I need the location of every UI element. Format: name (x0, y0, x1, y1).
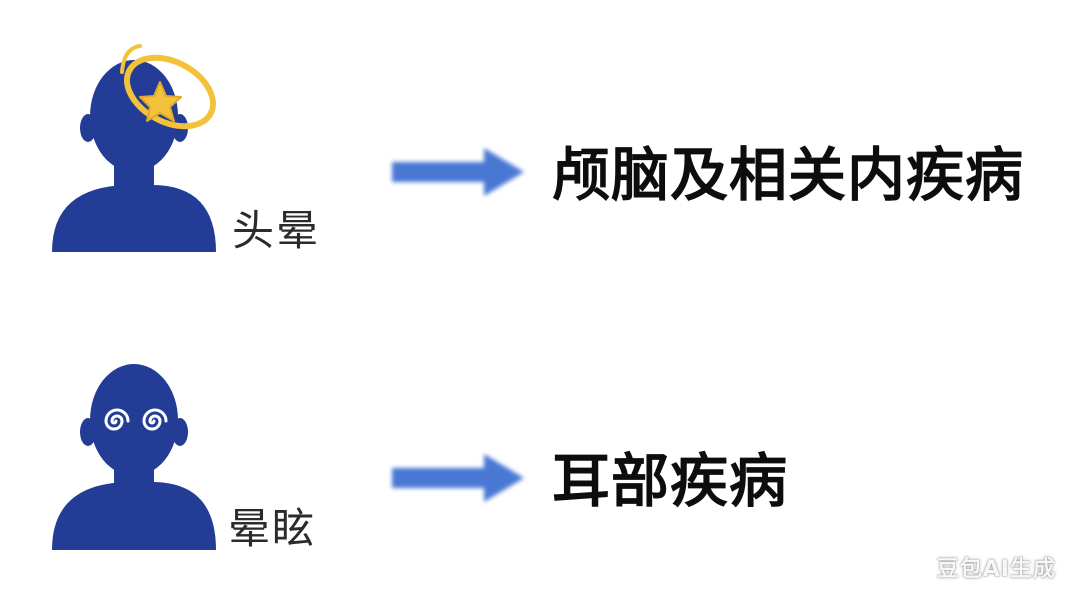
person-body-icon (52, 482, 216, 550)
person-body-icon (52, 185, 216, 252)
star-icon (139, 81, 182, 122)
arrow-icon (392, 454, 524, 502)
halo-ring-icon (124, 54, 216, 130)
arrow-icon (392, 148, 524, 196)
vertigo-person-figure (52, 364, 216, 550)
symptom-label-vertigo: 晕眩 (228, 504, 317, 553)
symptom-label-dizziness: 头晕 (232, 206, 321, 255)
dizzy-person-figure (52, 44, 216, 252)
cause-label-brain: 颅脑及相关内疾病 (552, 141, 1025, 209)
person-head-icon (90, 364, 178, 476)
cause-label-ear: 耳部疾病 (552, 447, 789, 515)
watermark-text: 豆包AI生成 (936, 557, 1056, 582)
spiral-eyes-icon (104, 408, 168, 431)
person-head-icon (90, 60, 178, 172)
